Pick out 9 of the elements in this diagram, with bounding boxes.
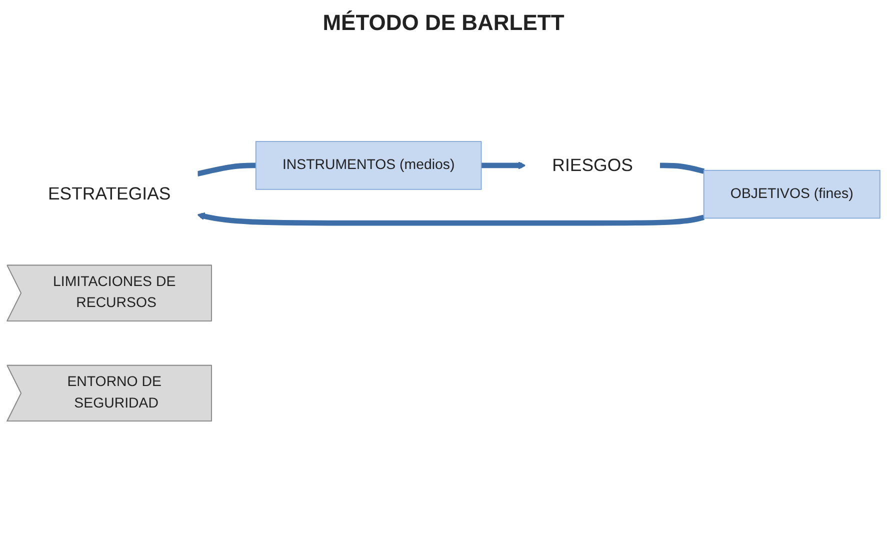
connector [660, 162, 704, 174]
arrow [481, 162, 526, 170]
connector [196, 162, 256, 176]
diagram-title: MÉTODO DE BARLETT [322, 10, 566, 36]
node-box: OBJETIVOS (fines) [703, 170, 880, 219]
node-text: ESTRATEGIAS [48, 184, 171, 204]
arrow [196, 212, 704, 226]
node-box: INSTRUMENTOS (medios) [255, 141, 482, 190]
node-text: RIESGOS [552, 156, 633, 176]
